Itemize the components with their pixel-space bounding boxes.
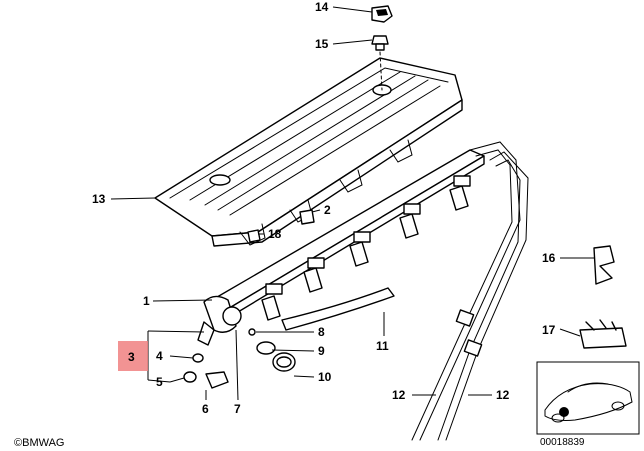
callout-1[interactable]: 1 [143,294,150,308]
callout-14[interactable]: 14 [315,0,329,14]
holder-clip[interactable] [579,319,627,349]
callout-17[interactable]: 17 [542,323,556,337]
clamp-clip[interactable] [593,245,615,285]
callout-2[interactable]: 2 [324,203,331,217]
callout-3[interactable]: 3 [128,350,135,364]
callout-12-right[interactable]: 12 [496,388,510,402]
callout-8[interactable]: 8 [318,325,325,339]
callout-15[interactable]: 15 [315,37,329,51]
fuel-lines[interactable] [411,141,529,441]
injector[interactable] [303,257,325,293]
callout-12-left[interactable]: 12 [392,388,406,402]
callout-labels: 14 15 13 2 18 1 3 4 5 6 7 8 9 10 11 12 1… [92,0,556,416]
lower-seal[interactable] [183,371,197,383]
callout-11[interactable]: 11 [376,339,389,353]
vacuum-hose[interactable] [281,287,395,331]
callout-7[interactable]: 7 [234,402,241,416]
leader-lines [110,6,594,401]
callout-18[interactable]: 18 [268,227,282,241]
injector[interactable] [449,175,471,211]
car-thumbnail-icon [544,382,633,423]
injector[interactable] [399,203,421,239]
brand-copyright: ©BMWAG [14,437,64,449]
injector[interactable] [349,231,371,267]
bracket-bolt[interactable] [299,209,315,225]
fuel-rail[interactable] [197,149,485,346]
callout-16[interactable]: 16 [542,251,556,265]
callout-9[interactable]: 9 [318,344,325,358]
diagram-id: 00018839 [540,437,585,448]
callout-5[interactable]: 5 [156,375,163,389]
injector[interactable] [261,283,283,321]
callout-3-highlight [118,341,148,371]
small-o-ring[interactable] [248,328,256,336]
clip[interactable] [205,371,229,389]
injector-seal[interactable] [192,353,204,363]
callout-13[interactable]: 13 [92,192,106,206]
seal-ring[interactable] [272,352,296,372]
callout-4[interactable]: 4 [156,349,163,363]
car-thumbnail [536,361,640,435]
callout-6[interactable]: 6 [202,402,209,416]
cap-nut[interactable] [371,5,393,23]
callout-10[interactable]: 10 [318,370,332,384]
o-ring[interactable] [256,341,276,355]
grommet[interactable] [371,35,389,51]
rubber-mount[interactable] [247,229,261,243]
